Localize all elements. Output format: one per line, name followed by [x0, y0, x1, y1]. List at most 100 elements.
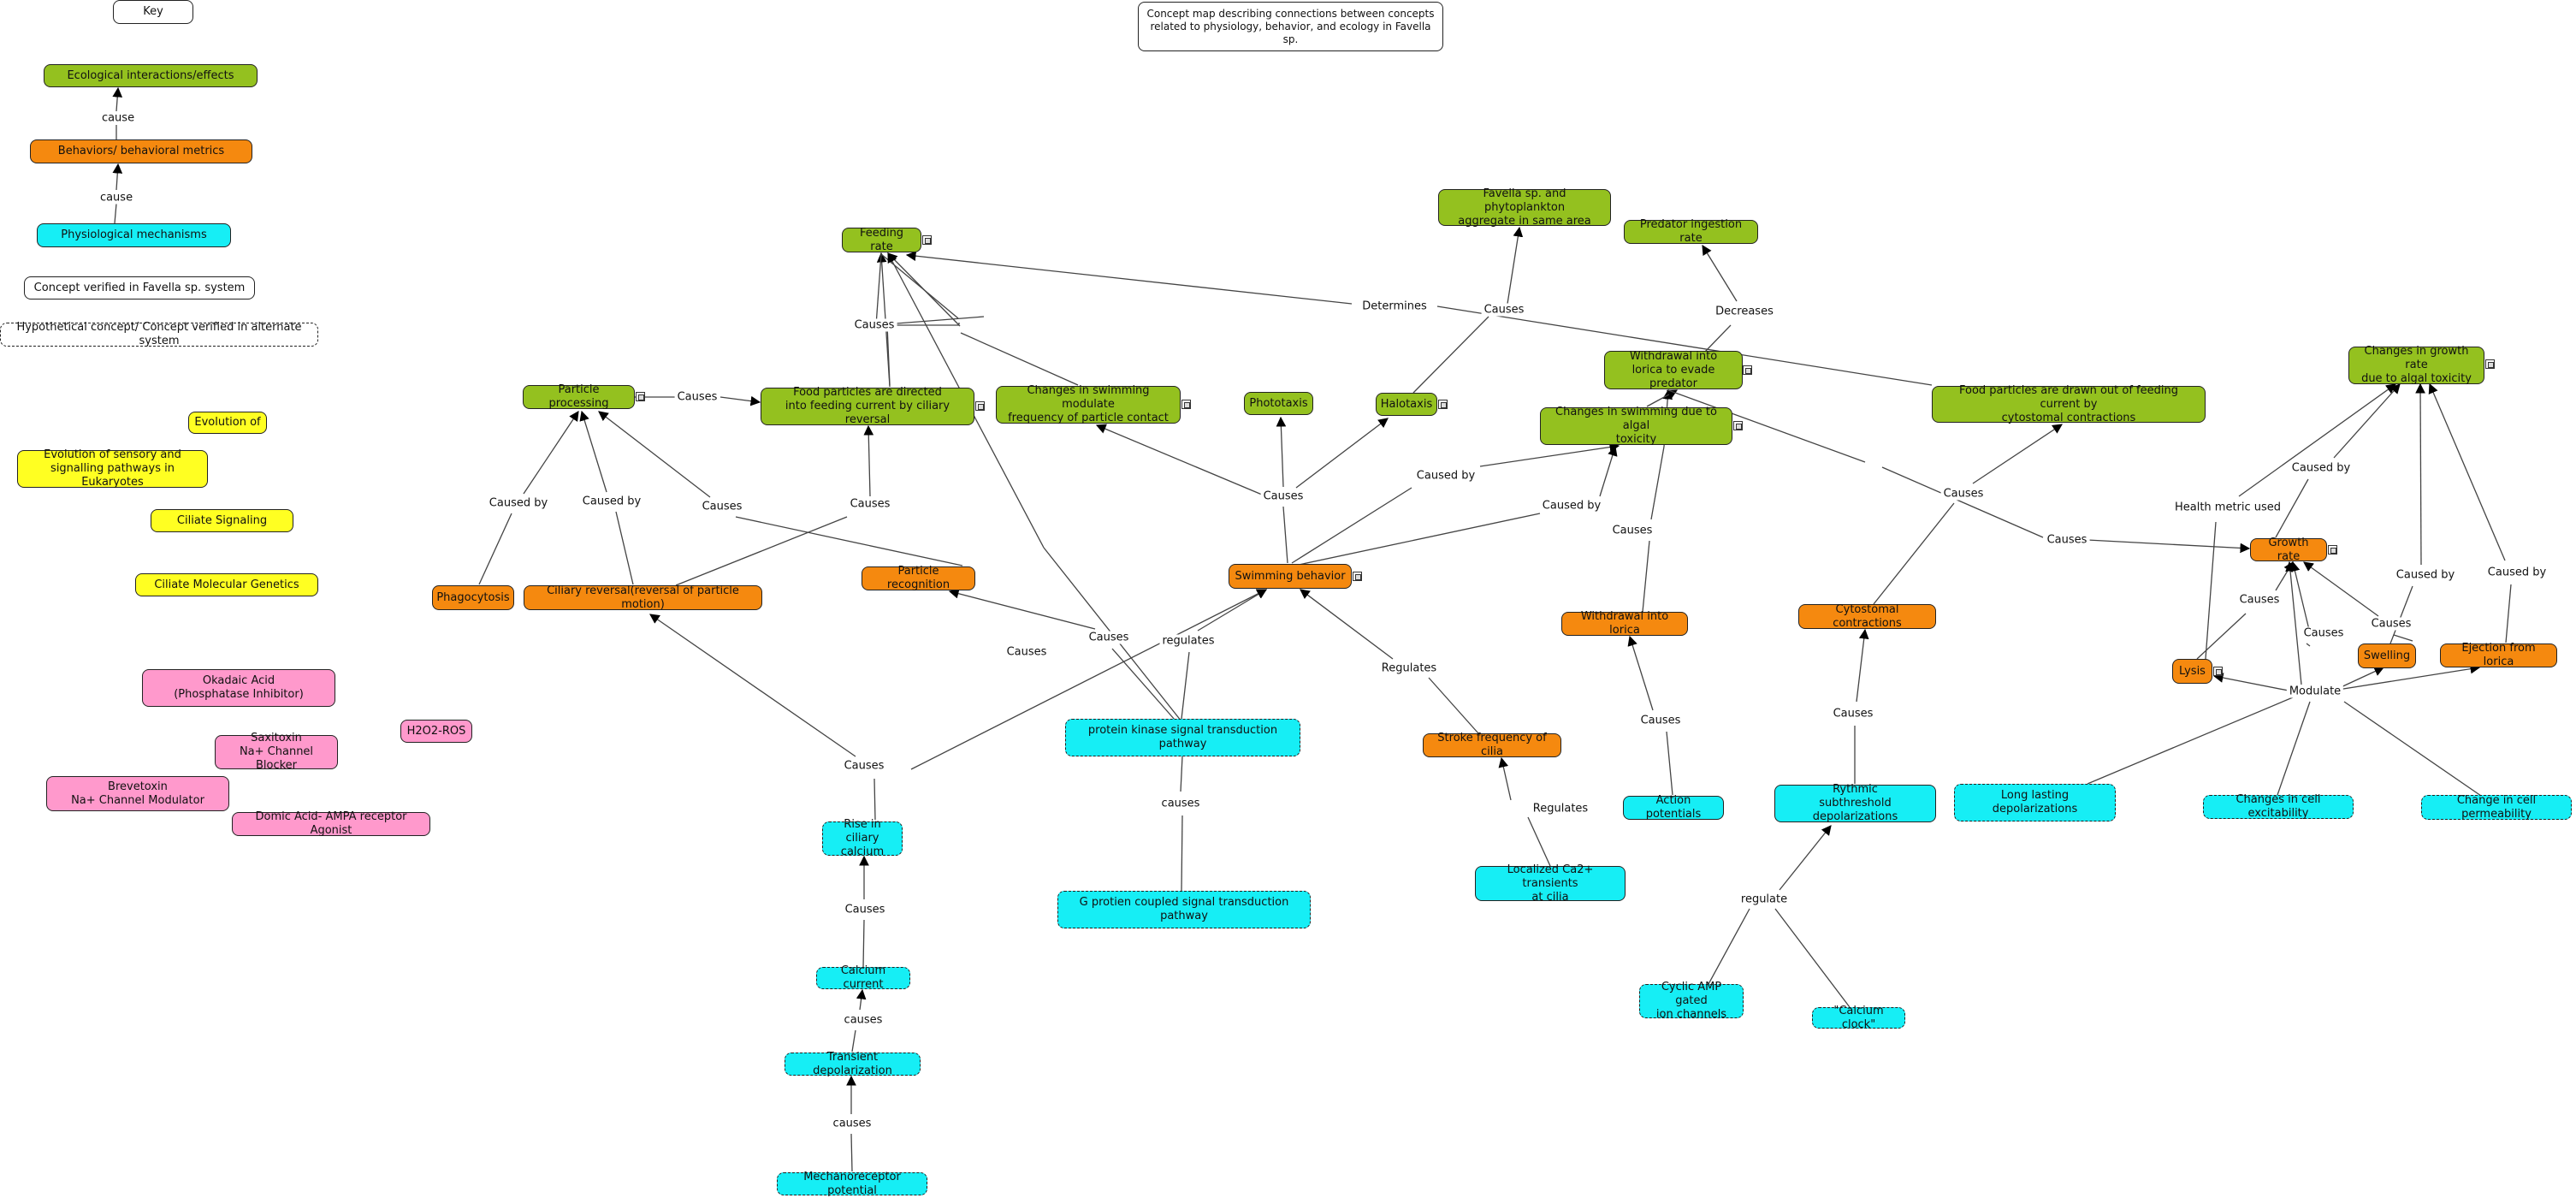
- calcium-current: Calcium current: [816, 964, 910, 991]
- connector-line: [1111, 648, 1175, 721]
- connector-arrow: [863, 424, 874, 497]
- connector-line: [1666, 731, 1673, 796]
- link-label: Regulates: [1530, 802, 1591, 815]
- food-drawn-out: Food particles are drawn out of feeding …: [1932, 384, 2206, 424]
- expand-icon[interactable]: [922, 235, 932, 245]
- connector-line: [2277, 701, 2311, 796]
- link-label: Causes: [2301, 626, 2347, 640]
- connector-arrow: [856, 988, 867, 1011]
- cytostomal-contractions: Cytostomal contractions: [1798, 603, 1936, 630]
- cell-permeability: Change in cell permeability: [2421, 794, 2572, 821]
- connector-arrow: [2333, 383, 2401, 459]
- connector-line: [1704, 324, 1732, 353]
- swimming-algal-toxicity: Changes in swimming due to algal toxicit…: [1540, 406, 1732, 446]
- expand-icon[interactable]: [1181, 400, 1191, 409]
- connector-line: [2343, 701, 2482, 797]
- expand-icon[interactable]: [2213, 667, 2223, 676]
- mechanoreceptor-potential: Mechanoreceptor potential: [777, 1171, 927, 1197]
- link-label: Determines: [1359, 300, 1430, 313]
- link-label: Causes: [1260, 489, 1306, 503]
- connector-line: [2389, 585, 2413, 644]
- connector-line: [478, 513, 512, 585]
- connector-line: [1291, 487, 1412, 564]
- phototaxis: Phototaxis: [1244, 392, 1313, 415]
- link-label: causes: [830, 1117, 874, 1130]
- key-verified: Concept verified in Favella sp. system: [24, 276, 255, 300]
- connector-line: [615, 511, 634, 585]
- ciliary-reversal: Ciliary reversal(reversal of particle mo…: [524, 584, 762, 611]
- expand-icon[interactable]: [1733, 421, 1743, 430]
- connector-line: [675, 516, 848, 586]
- swimming-modulate-contact: Changes in swimming modulate frequency o…: [996, 384, 1181, 424]
- link-label: Regulates: [1378, 661, 1440, 675]
- connector-arrow: [579, 410, 607, 493]
- expand-icon[interactable]: [1438, 400, 1448, 409]
- particle-processing: Particle processing: [523, 383, 635, 410]
- connector-arrow: [2238, 383, 2396, 497]
- connector-arrow: [905, 251, 1353, 305]
- link-label: Causes: [674, 390, 720, 404]
- connector-arrow: [2087, 539, 2251, 554]
- connector-line: [1881, 466, 2044, 538]
- connector-line: [862, 919, 865, 968]
- connector-arrow: [1197, 589, 1268, 632]
- favella-aggregate: Favella sp. and phytoplankton aggregate …: [1438, 187, 1611, 228]
- link-label: Caused by: [2393, 568, 2458, 582]
- connector-line: [1527, 816, 1551, 867]
- expand-icon[interactable]: [2328, 545, 2337, 555]
- link-label: Causes: [1637, 714, 1684, 727]
- link-label: Caused by: [1413, 469, 1478, 483]
- connector-arrow: [1095, 424, 1263, 495]
- expand-icon[interactable]: [2485, 359, 2495, 369]
- localized-ca-transients: Localized Ca2+ transients at cilia: [1475, 863, 1626, 904]
- link-label: Causes: [699, 500, 745, 513]
- connector-line: [880, 253, 959, 319]
- connector-line: [2393, 634, 2413, 642]
- swelling: Swelling: [2358, 643, 2416, 668]
- connector-line: [851, 1029, 856, 1053]
- long-lasting-depolarizations: Long lasting depolarizations: [1954, 784, 2116, 821]
- connector-arrow: [1627, 635, 1654, 711]
- connector-line: [2205, 521, 2217, 660]
- connector-arrow: [1479, 442, 1620, 467]
- connector-line: [114, 203, 117, 224]
- expand-icon[interactable]: [636, 392, 645, 401]
- connector-line: [1642, 540, 1650, 613]
- key-ecological: Ecological interactions/effects: [44, 64, 258, 87]
- link-label: regulate: [1738, 893, 1791, 906]
- connector-arrow: [1498, 756, 1512, 801]
- growth-rate-algal-toxicity: Changes in growth rate due to algal toxi…: [2348, 345, 2484, 385]
- connector-line: [1181, 651, 1190, 720]
- connector-line: [873, 778, 876, 821]
- feeding-rate: Feeding rate: [842, 227, 921, 253]
- connector-arrow: [2326, 663, 2481, 692]
- connector-line: [2196, 613, 2247, 660]
- connector-line: [886, 324, 891, 386]
- connector-line: [2505, 584, 2512, 643]
- expand-icon[interactable]: [975, 401, 985, 411]
- expand-icon[interactable]: [1743, 365, 1752, 375]
- lysis: Lysis: [2172, 659, 2212, 684]
- connector-arrow: [1646, 389, 1679, 407]
- connector-line: [960, 332, 1079, 386]
- connector-line: [2275, 478, 2309, 538]
- link-label: Causes: [2044, 533, 2090, 547]
- link-label: cause: [97, 191, 136, 205]
- halotaxis: Halotaxis: [1376, 393, 1437, 416]
- link-label: Causes: [841, 759, 887, 773]
- link-label: Causes: [851, 318, 897, 332]
- toxin-domoic-acid: Domic Acid- AMPA receptor Agonist: [232, 810, 430, 837]
- connector-line: [1436, 305, 1933, 386]
- link-label: regulates: [1159, 634, 1217, 648]
- connector-arrow: [2289, 560, 2311, 634]
- link-label: Caused by: [1539, 499, 1604, 513]
- swimming-behavior: Swimming behavior: [1229, 564, 1352, 589]
- link-label: Causes: [2368, 617, 2414, 631]
- expand-icon[interactable]: [1353, 572, 1362, 581]
- link-label: Health metric used: [2171, 501, 2284, 514]
- toxin-saxitoxin: Saxitoxin Na+ Channel Blocker: [215, 732, 338, 772]
- link-label: Causes: [1609, 524, 1655, 537]
- ciliate-molecular-genetics: Ciliate Molecular Genetics: [135, 573, 318, 596]
- rise-ciliary-calcium: Rise in ciliary calcium: [822, 818, 903, 858]
